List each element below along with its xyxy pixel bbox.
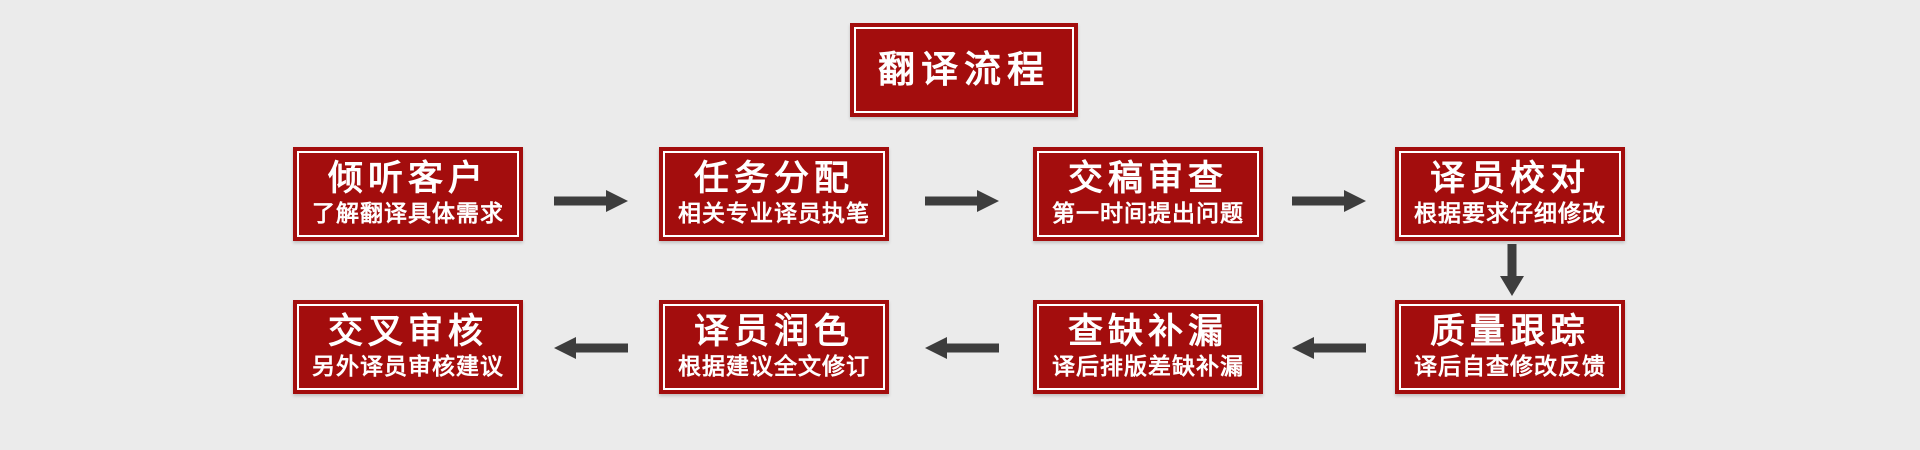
flow-node-heading: 倾听客户	[327, 159, 488, 199]
arrow-down-icon	[1499, 244, 1525, 296]
flow-node-cross-review: 交叉审核 另外译员审核建议	[293, 300, 523, 394]
flow-node-heading: 质量跟踪	[1429, 312, 1590, 352]
flow-node-heading: 交稿审查	[1067, 159, 1228, 199]
flow-node-heading: 任务分配	[693, 159, 854, 199]
flow-node-heading: 交叉审核	[327, 312, 488, 352]
flow-node-draft-review: 交稿审查 第一时间提出问题	[1033, 147, 1263, 241]
arrow-right-icon	[554, 189, 628, 213]
flow-node-subtitle: 译后排版差缺补漏	[1052, 354, 1244, 380]
flow-node-subtitle: 第一时间提出问题	[1052, 201, 1244, 227]
flow-node-listen-customers: 倾听客户 了解翻译具体需求	[293, 147, 523, 241]
flow-node-quality-tracking: 质量跟踪 译后自查修改反馈	[1395, 300, 1625, 394]
flow-node-subtitle: 根据建议全文修订	[678, 354, 870, 380]
flow-node-heading: 译员润色	[693, 312, 854, 352]
flow-node-translator-polishing: 译员润色 根据建议全文修订	[659, 300, 889, 394]
arrow-right-icon	[925, 189, 999, 213]
arrow-left-icon	[554, 336, 628, 360]
flow-node-subtitle: 了解翻译具体需求	[312, 201, 504, 227]
flow-node-task-assignment: 任务分配 相关专业译员执笔	[659, 147, 889, 241]
flow-node-subtitle: 根据要求仔细修改	[1414, 201, 1606, 227]
flow-node-heading: 译员校对	[1429, 159, 1590, 199]
flow-title-box: 翻译流程	[850, 23, 1078, 117]
flow-node-subtitle: 相关专业译员执笔	[678, 201, 870, 227]
flow-node-translator-proofreading: 译员校对 根据要求仔细修改	[1395, 147, 1625, 241]
flow-node-heading: 查缺补漏	[1067, 312, 1228, 352]
arrow-right-icon	[1292, 189, 1366, 213]
arrow-left-icon	[925, 336, 999, 360]
flow-node-subtitle: 另外译员审核建议	[312, 354, 504, 380]
flow-node-gap-filling: 查缺补漏 译后排版差缺补漏	[1033, 300, 1263, 394]
flow-title-label: 翻译流程	[878, 48, 1050, 91]
arrow-left-icon	[1292, 336, 1366, 360]
flow-node-subtitle: 译后自查修改反馈	[1414, 354, 1606, 380]
